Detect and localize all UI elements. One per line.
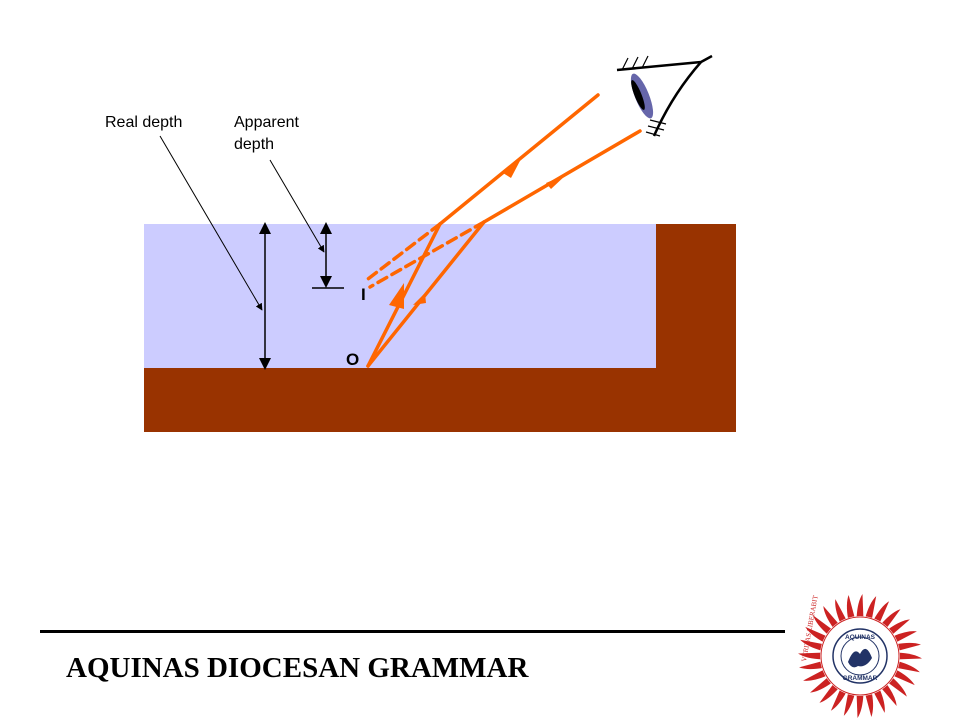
light-rays (362, 93, 642, 368)
apparent-depth-indicator (312, 222, 344, 289)
real-depth-label: Real depth (105, 114, 182, 131)
object-point-label: O (346, 350, 359, 369)
container-wall (656, 224, 736, 368)
sun-ray (873, 688, 885, 713)
real-depth-indicator (259, 222, 271, 370)
sun-ray (880, 683, 897, 706)
sun-ray (892, 631, 917, 643)
sun-ray (856, 693, 864, 718)
sun-ray (830, 688, 847, 711)
school-crest-logo: AQUINAS GRAMMAR VERITAS LIBERABIT (798, 594, 922, 718)
sun-ray (799, 661, 824, 670)
apparent-depth-pointer (269, 159, 325, 253)
school-name: AQUINAS DIOCESAN GRAMMAR (66, 652, 529, 684)
sun-ray (803, 669, 828, 681)
sun-ray (810, 676, 833, 693)
virtual-ray-1 (362, 222, 442, 284)
sun-ray (892, 669, 915, 686)
apparent-depth-label-line1: Apparent (234, 114, 299, 131)
apparent-depth-label-line2: depth (234, 136, 274, 153)
sun-ray (823, 606, 840, 629)
eye-icon (616, 54, 713, 137)
container-base (144, 368, 736, 432)
sun-ray (865, 596, 877, 620)
ray-arrowheads (389, 157, 567, 309)
sun-ray (880, 609, 901, 629)
virtual-ray-2 (368, 220, 486, 289)
sun-ray (819, 683, 840, 703)
sun-ray (856, 594, 864, 619)
logo-inner-top: AQUINAS (845, 634, 876, 641)
sun-ray (805, 626, 828, 643)
sun-ray (800, 639, 824, 651)
sun-ray (798, 652, 823, 660)
sun-rays (798, 594, 922, 718)
sun-ray (835, 599, 847, 624)
ray-1-air (438, 93, 600, 226)
sun-ray (865, 692, 874, 717)
real-depth-pointer (159, 135, 263, 311)
sun-ray (896, 642, 921, 651)
crest-emblem-icon (848, 648, 872, 668)
sun-ray (846, 595, 855, 620)
sun-ray (887, 676, 907, 697)
sun-ray (897, 652, 922, 660)
image-point-label: I (361, 285, 366, 304)
logo-inner-bottom: GRAMMAR (843, 675, 878, 682)
ray-2-water (366, 220, 486, 368)
sun-ray (887, 619, 910, 636)
sun-ray (813, 615, 833, 636)
footer-rule (40, 630, 785, 633)
sun-ray (873, 601, 890, 624)
sun-ray (896, 661, 920, 673)
sun-ray (843, 692, 855, 716)
logo-motto: VERITAS LIBERABIT (800, 594, 820, 662)
